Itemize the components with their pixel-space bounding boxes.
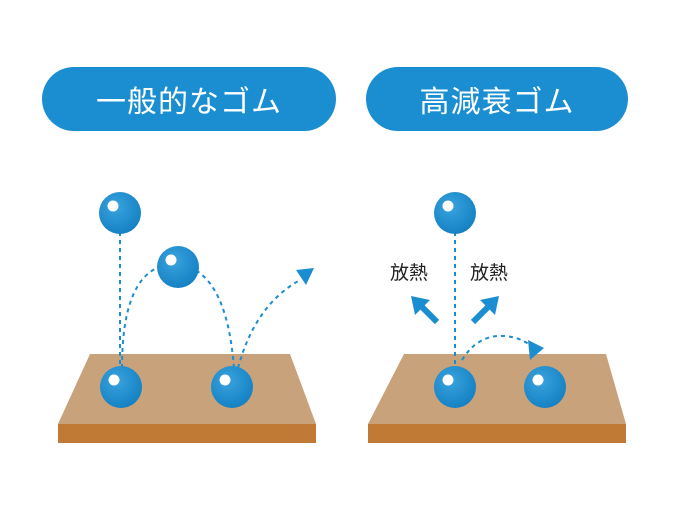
title-high-damping-rubber: 高減衰ゴム — [366, 67, 628, 131]
title-high-damping-rubber-text: 高減衰ゴム — [419, 85, 575, 120]
title-general-rubber-text: 一般的なゴム — [96, 85, 282, 120]
heat-arrow-right — [470, 296, 499, 325]
surface-right — [368, 354, 626, 443]
ball-right-bottom-1 — [434, 366, 476, 408]
heat-arrow-left — [411, 296, 440, 325]
bounce-arrowhead — [296, 268, 314, 285]
roll-arc-right — [461, 334, 536, 361]
drop-paths-right — [454, 232, 536, 368]
roll-arrowhead — [528, 340, 544, 360]
heat-label-right: 放熱 — [470, 262, 508, 284]
ball-left-top — [99, 192, 141, 234]
heat-label-left: 放熱 — [390, 262, 428, 284]
bounce-arc-2 — [237, 279, 301, 369]
title-general-rubber: 一般的なゴム — [42, 67, 336, 131]
ball-left-mid — [157, 246, 199, 288]
bounce-paths-left — [119, 232, 301, 369]
ball-right-bottom-2 — [524, 366, 566, 408]
ball-left-bottom-2 — [211, 366, 253, 408]
ball-left-bottom-1 — [100, 366, 142, 408]
surface-left — [58, 354, 316, 443]
ball-right-top — [434, 192, 476, 234]
